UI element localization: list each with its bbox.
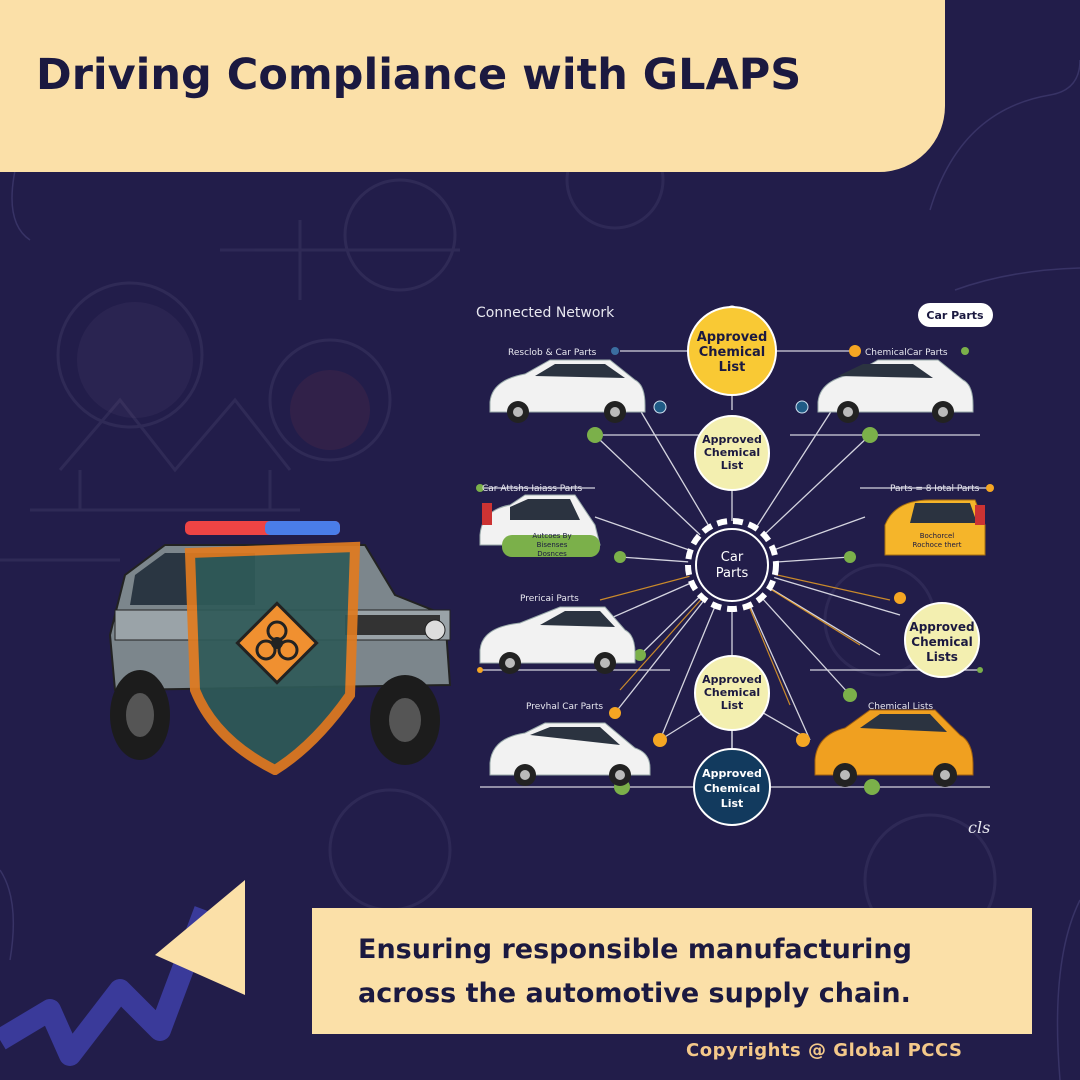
node-approved-top — [687, 306, 777, 396]
car-image-bottom-right — [814, 709, 974, 787]
node-upper-line3: List — [721, 459, 744, 472]
hub-label-line2: Parts — [716, 566, 749, 581]
label-bottom-right: Chemical Lists — [868, 702, 933, 712]
node-top-line1: Approved — [697, 330, 768, 345]
node-approved-right — [904, 602, 980, 678]
node-right-line3: Lists — [926, 650, 958, 664]
node-lower-line2: Chemical — [704, 686, 760, 699]
node-lower-line3: List — [721, 699, 744, 712]
label-lower-left: Prericai Parts — [520, 594, 579, 604]
page-title: Driving Compliance with GLAPS — [36, 50, 802, 100]
car-parts-badge-label: Car Parts — [926, 309, 984, 322]
node-upper-line1: Approved — [702, 433, 762, 446]
car-image-top-right — [817, 359, 974, 423]
green-tag-line3: Dosnces — [537, 550, 567, 558]
car-image-bottom-left — [489, 722, 651, 786]
label-mid-right: Parts = 8 Iotal Parts — [890, 484, 980, 494]
label-bottom-left: Prevhal Car Parts — [526, 702, 603, 712]
connected-network-label: Connected Network — [476, 305, 615, 321]
trend-arrow-icon — [0, 880, 245, 1066]
hub-label-line1: Car — [721, 550, 744, 565]
label-mid-left: Car Attshs Iaiass Parts — [482, 484, 583, 494]
green-tag-line1: Autcoes By — [532, 532, 571, 540]
node-right-line2: Chemical — [911, 635, 972, 649]
biohazard-icon — [235, 601, 319, 685]
node-top-line3: List — [719, 360, 746, 375]
node-approved-lower — [694, 655, 770, 731]
copyright-text: Copyrights @ Global PCCS — [686, 1040, 963, 1061]
orange-tag-line2: Rochoce thert — [913, 541, 962, 549]
node-top-line2: Chemical — [699, 345, 766, 360]
car-image-lower-left — [479, 606, 636, 674]
vehicle-shield-illustration — [108, 521, 452, 775]
node-bottom-line3: List — [721, 797, 744, 810]
title-banner: Driving Compliance with GLAPS — [0, 0, 945, 172]
orange-tag-line1: Bochorcel — [920, 532, 955, 540]
tagline-box: Ensuring responsible manufacturing acros… — [312, 908, 1032, 1034]
node-bottom-line2: Chemical — [704, 782, 760, 795]
car-image-mid-right — [884, 499, 986, 556]
node-approved-upper — [694, 415, 770, 491]
green-tag-line2: Bisenses — [537, 541, 568, 549]
car-image-top-left — [489, 359, 646, 423]
hub-gear — [685, 518, 779, 612]
node-upper-line2: Chemical — [704, 446, 760, 459]
network-diagram: Approved Chemical List Approved Chemical… — [476, 303, 994, 837]
node-right-line1: Approved — [909, 620, 974, 634]
car-parts-badge — [918, 303, 993, 327]
signature-mark: cls — [968, 818, 990, 837]
tagline-line1: Ensuring responsible manufacturing — [358, 934, 912, 965]
node-approved-bottom — [693, 748, 771, 826]
node-bottom-line1: Approved — [702, 767, 762, 780]
label-top-right: ChemicalCar Parts — [865, 348, 948, 358]
tagline-line2: across the automotive supply chain. — [358, 978, 911, 1009]
car-image-mid-left — [479, 494, 601, 557]
node-lower-line1: Approved — [702, 673, 762, 686]
label-top-left: Resclob & Car Parts — [508, 348, 597, 358]
